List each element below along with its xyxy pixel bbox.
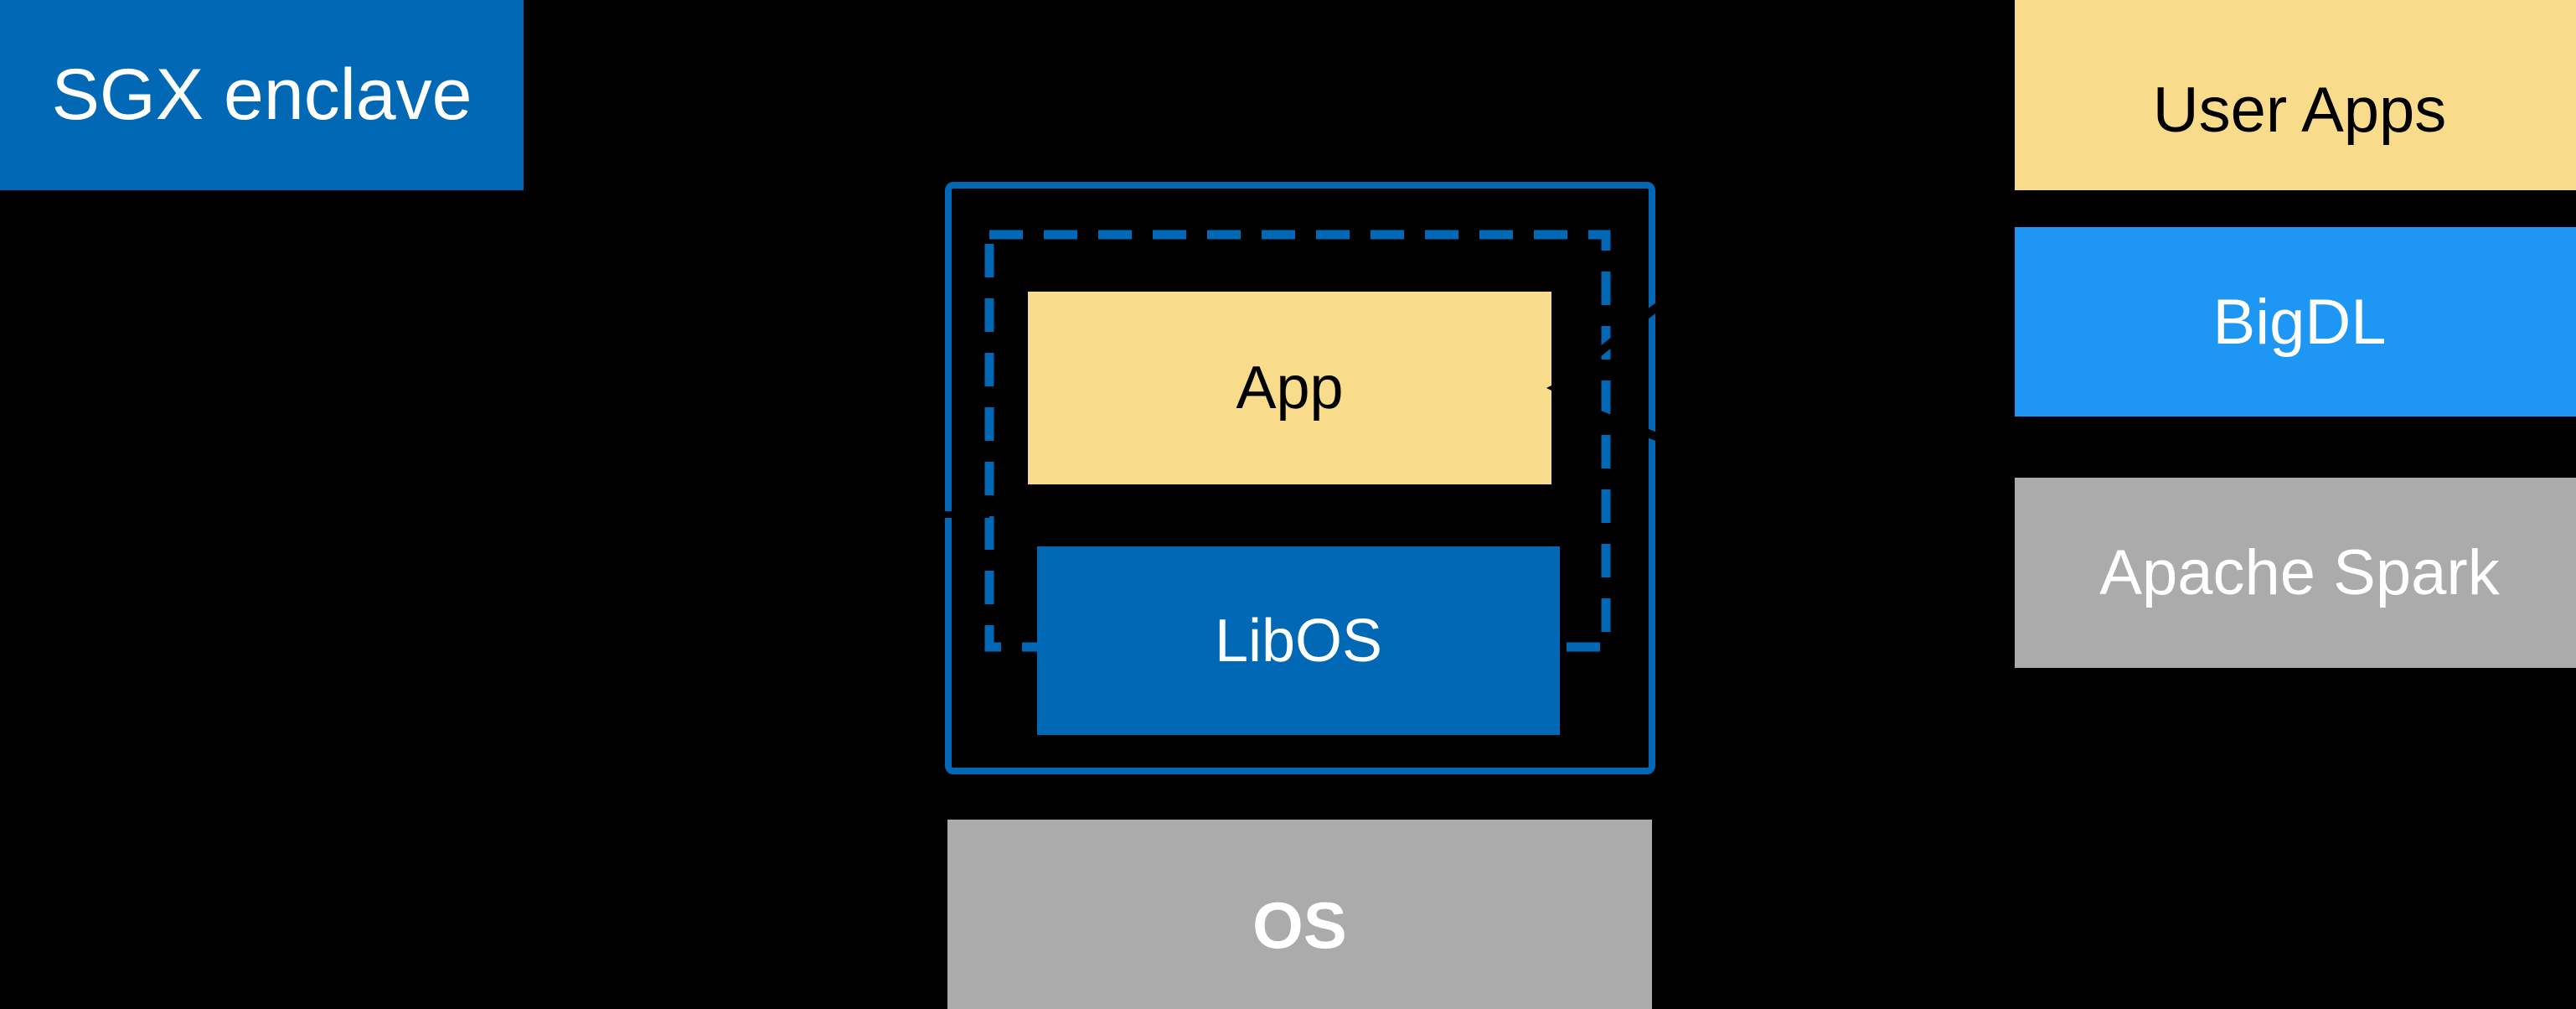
sgx-enclave-label: SGX enclave — [51, 54, 472, 135]
enclave-to-sgx-label-arrowhead-icon — [516, 502, 545, 527]
bigdl-box: BigDL — [2015, 227, 2576, 417]
user-apps-box: User Apps — [2015, 0, 2576, 190]
upper-right-to-app-arrow-shaft — [1556, 197, 1936, 389]
apache-spark-label: Apache Spark — [2099, 537, 2500, 608]
bigdl-label: BigDL — [2212, 286, 2387, 358]
libos-label: LibOS — [1214, 607, 1383, 675]
libos-box: LibOS — [1037, 546, 1560, 735]
os-box: OS — [947, 820, 1652, 1009]
apache-spark-box: Apache Spark — [2015, 478, 2576, 668]
app-box: App — [1028, 292, 1551, 484]
user-apps-label: User Apps — [2152, 75, 2447, 146]
os-label: OS — [1252, 887, 1347, 962]
lower-right-to-app-arrow-shaft — [1562, 396, 1970, 561]
sgx-enclave-label-box: SGX enclave — [0, 0, 524, 190]
app-label: App — [1236, 354, 1344, 422]
